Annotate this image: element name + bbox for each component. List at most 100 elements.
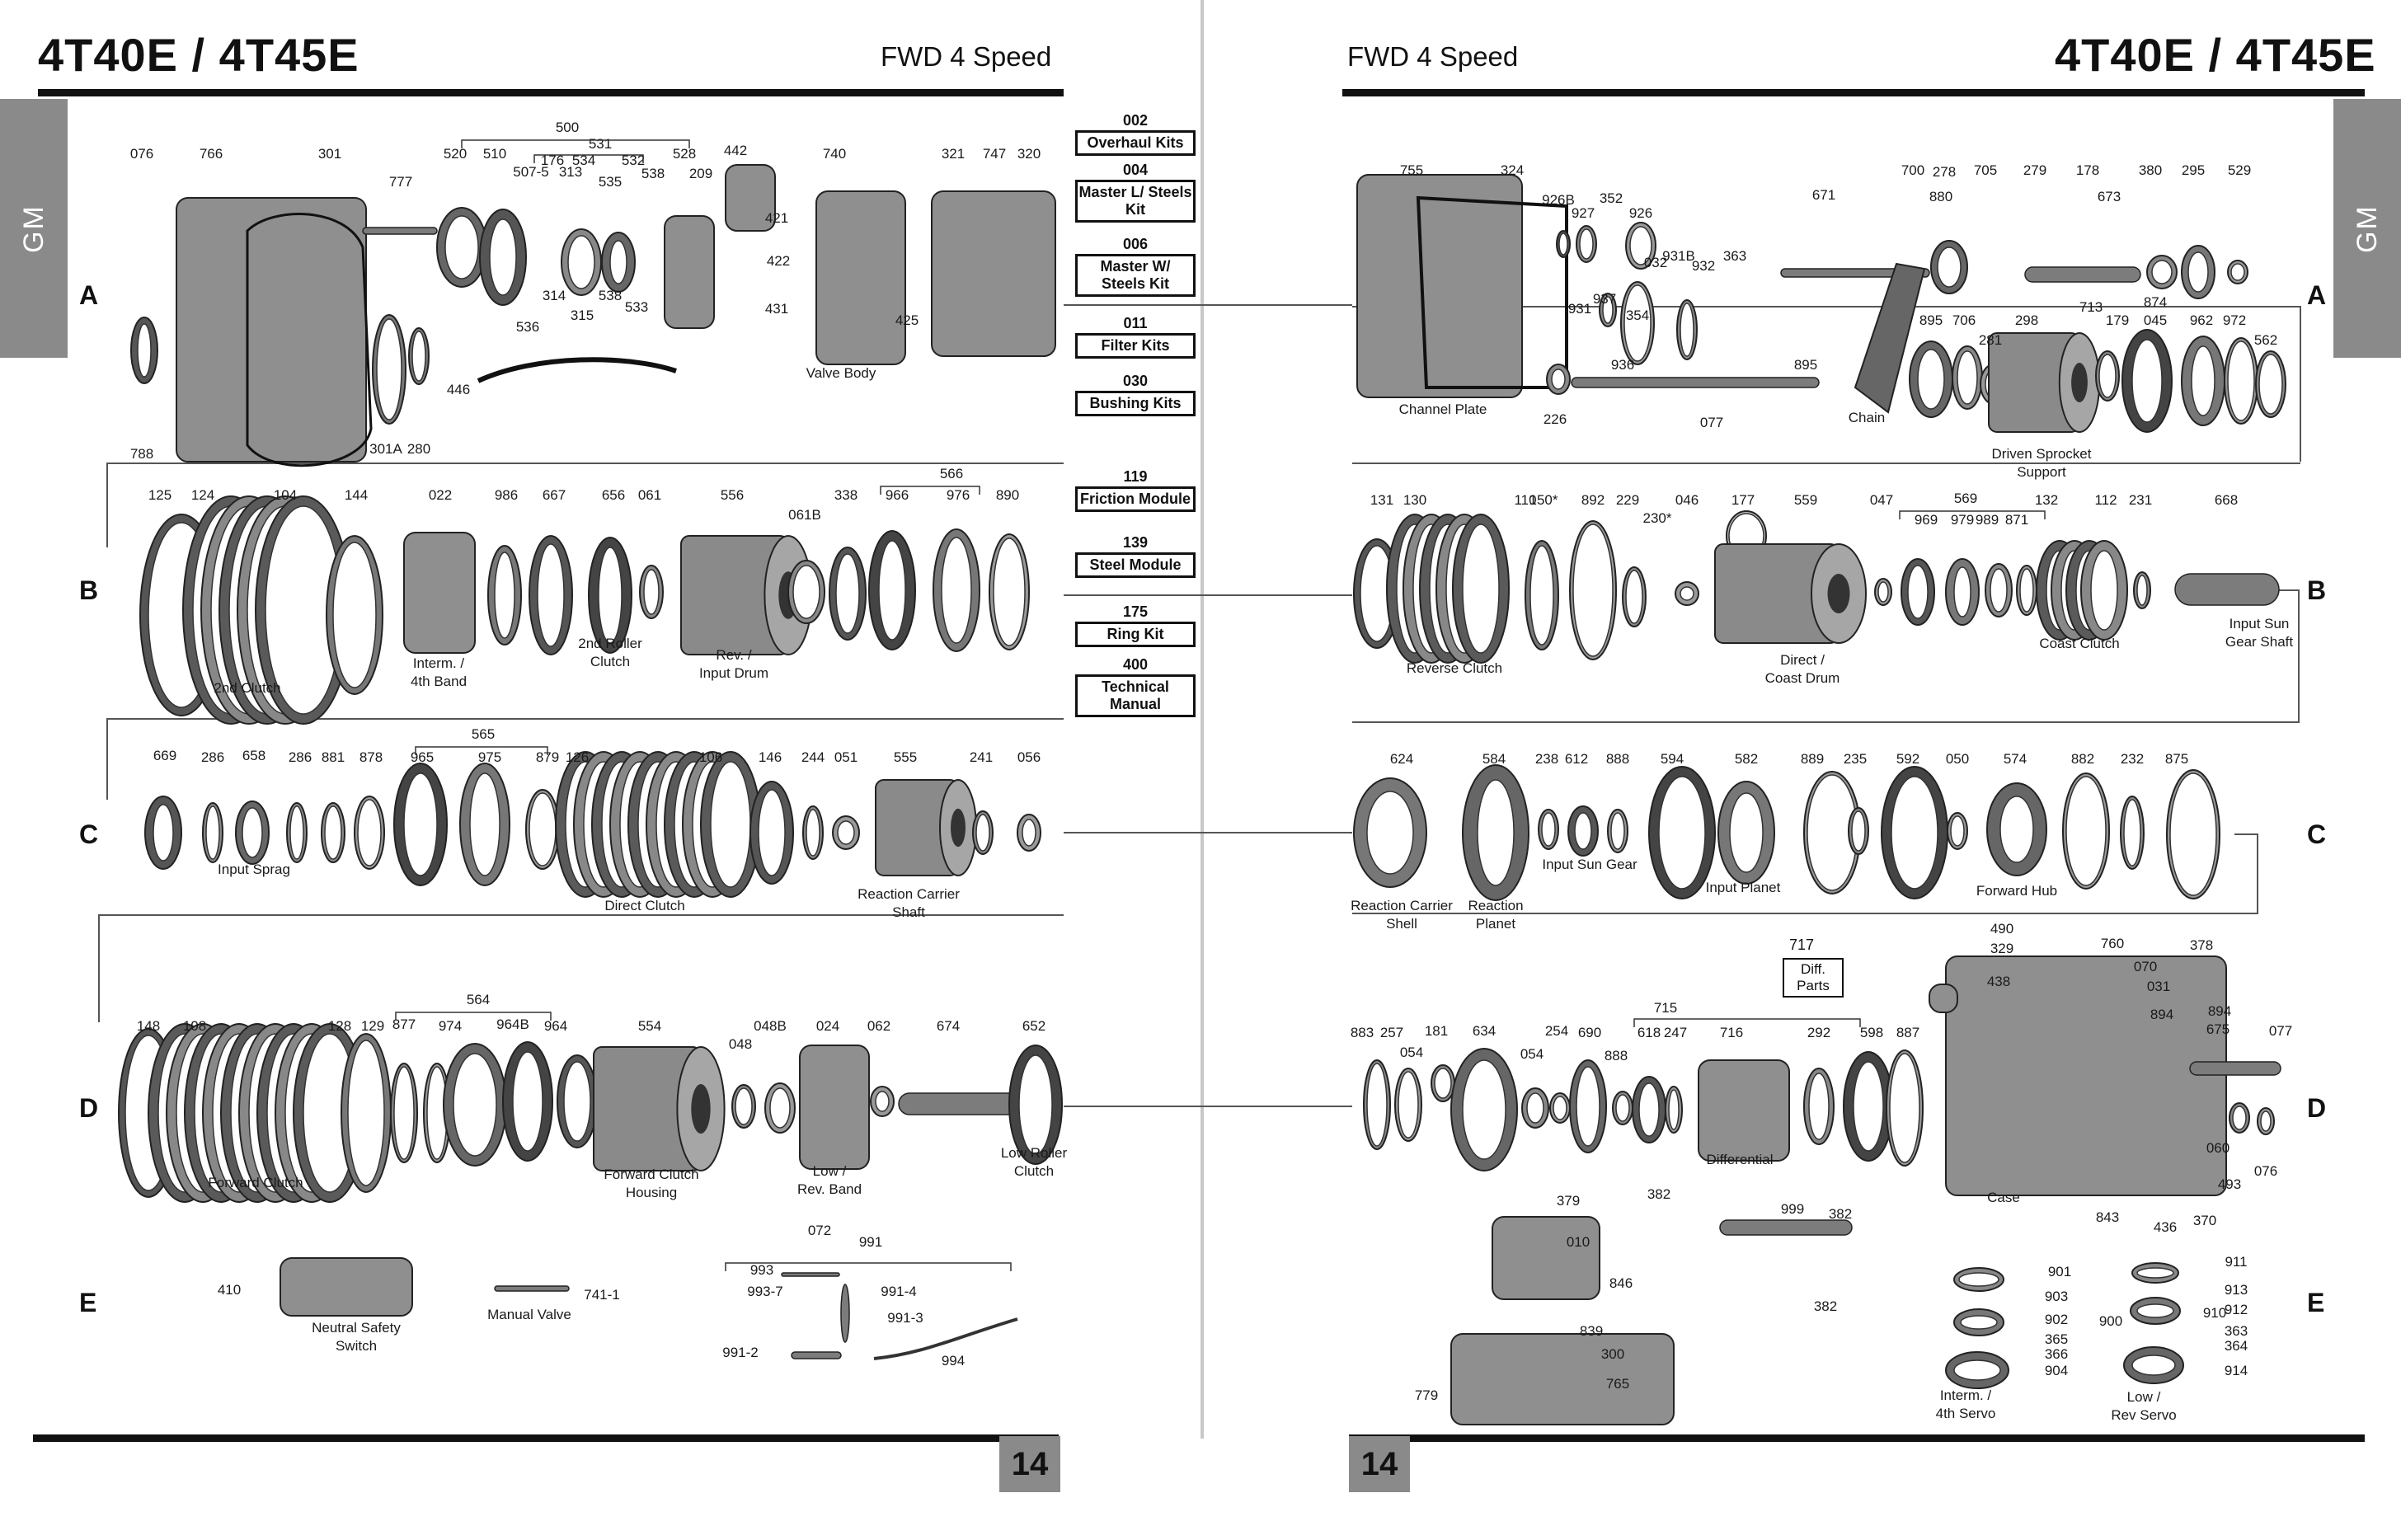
ring-286b-bore (289, 805, 304, 860)
callout-left-a-13: 313 (559, 164, 582, 180)
callout-right-d-7: 690 (1578, 1025, 1601, 1040)
bushing-046-bore (1680, 586, 1694, 601)
callout-left-c-6: 965 (411, 749, 434, 765)
row-letter-b-left: B (79, 575, 99, 605)
callout-left-a-30: 533 (625, 299, 648, 315)
callout-left-c-9: 879 (536, 749, 559, 765)
flow-right-b-to-c (1352, 589, 2300, 723)
callout-left-d-12: 024 (816, 1018, 839, 1034)
flow-right-c-to-d (1352, 833, 2258, 914)
part-label-left-4-l1: Rev. / (716, 647, 751, 663)
reverse-plates-110-bore (1462, 524, 1500, 654)
callout-right-d-1: 257 (1380, 1025, 1403, 1040)
diff-parts-box[interactable]: Diff. Parts (1783, 958, 1844, 998)
callout-left-d-15: 652 (1022, 1018, 1045, 1034)
callout-left-d-0: 148 (137, 1018, 160, 1034)
seal-301A-bore (376, 318, 402, 420)
callout-right-d-23: 894 (2150, 1007, 2173, 1022)
snap-144-bore (332, 542, 377, 688)
clutch-656-bore (598, 547, 623, 644)
callout-left-a-27: 315 (571, 308, 594, 323)
callout-right-d-12: 716 (1720, 1025, 1743, 1040)
snap-882-bore (2065, 776, 2107, 886)
switch-410 (280, 1257, 413, 1317)
flow-right-a (1352, 306, 2301, 462)
callout-right-b-11: 569 (1954, 491, 1977, 506)
kit-002-box[interactable]: Overhaul Kits (1075, 130, 1196, 156)
callout-left-b-9: 556 (721, 487, 744, 503)
cable-994 (873, 1317, 1018, 1360)
rod-675 (2189, 1061, 2281, 1076)
callout-right-b-14: 989 (1976, 512, 1999, 528)
callout-left-c-0: 669 (153, 748, 176, 763)
callout-left-a-0: 076 (130, 146, 153, 162)
ring-281-bore (1957, 350, 1978, 405)
part-label-right-4-l2: Coast Drum (1765, 670, 1840, 686)
kit-119-box[interactable]: Friction Module (1075, 486, 1196, 512)
callout-left-d-1: 108 (183, 1018, 206, 1034)
callout-left-a-18: 740 (823, 146, 846, 162)
callout-left-c-11: 106 (699, 749, 722, 765)
callout-right-e-2: 846 (1609, 1275, 1633, 1291)
callout-right-a-20: 363 (1723, 248, 1746, 264)
callout-right-e-6: 779 (1415, 1387, 1438, 1403)
callout-left-a-17: 209 (689, 166, 712, 181)
callout-left-b-3: 144 (345, 487, 368, 503)
ring-gear-592-bore (1891, 776, 1938, 890)
ring-050-bore (1950, 815, 1965, 847)
roller-clutch-652-bore (1018, 1054, 1053, 1155)
bushing-051-bore (837, 820, 855, 845)
flow-left-b-to-c (106, 718, 1064, 800)
left-gm-tab: GM (0, 99, 68, 358)
part-label-right-2-l1: Driven Sprocket (1992, 446, 2092, 462)
part-label-right-15-l1: Low / (2127, 1389, 2161, 1405)
callout-right-e-9: 382 (1829, 1206, 1852, 1222)
callout-right-a-18: 931B (1662, 248, 1695, 264)
ring-911-bore (2136, 1267, 2174, 1279)
callout-right-e-13: 902 (2045, 1312, 2068, 1327)
callout-left-a-14: 535 (599, 174, 622, 190)
callout-right-a-10: 705 (1974, 162, 1997, 178)
callout-left-a-29: 538 (599, 288, 622, 303)
housing-554-hub (691, 1084, 711, 1134)
kit-006-box[interactable]: Master W/ Steels Kit (1075, 254, 1196, 297)
callout-left-c-2: 658 (242, 748, 265, 763)
flow-left-c-to-d (98, 914, 1064, 1022)
race-054-bore (1526, 1092, 1544, 1124)
part-label-right-14-l1: Interm. / (1940, 1387, 1992, 1403)
callout-right-a-16: 529 (2228, 162, 2251, 178)
row-letter-b-right: B (2307, 575, 2327, 605)
callout-right-a-19: 932 (1692, 258, 1715, 274)
kit-004-number: 004 (1122, 162, 1149, 178)
callout-left-d-14: 674 (937, 1018, 960, 1034)
row-letter-e-left: E (79, 1288, 97, 1317)
diff-parts-number: 717 (1789, 937, 1815, 953)
left-header-rule (38, 89, 1064, 96)
callout-right-b-0: 131 (1370, 492, 1393, 508)
callout-left-a-32: 301A (369, 441, 402, 457)
kit-011-box[interactable]: Filter Kits (1075, 333, 1196, 359)
callout-right-a-21: 931 (1568, 301, 1591, 317)
kit-139-box[interactable]: Steel Module (1075, 552, 1196, 578)
sprocket-529-bore (2187, 251, 2209, 293)
callout-right-d-31: 436 (2154, 1219, 2177, 1235)
callout-right-a-35: 874 (2144, 294, 2167, 310)
callout-right-e-21: 363 (2225, 1323, 2248, 1339)
callout-left-a-22: 421 (765, 210, 788, 226)
kit-400-box[interactable]: Technical Manual (1075, 674, 1196, 717)
callout-right-c-9: 592 (1896, 751, 1919, 767)
kit-030-box[interactable]: Bushing Kits (1075, 391, 1196, 416)
kit-175-box[interactable]: Ring Kit (1075, 622, 1196, 647)
kit-011-number: 011 (1123, 315, 1148, 331)
piston-964-bore (563, 1061, 591, 1142)
part-label-right-5: Coast Clutch (2039, 636, 2119, 651)
callout-right-b-15: 871 (2005, 512, 2028, 528)
callout-right-a-3: 352 (1600, 190, 1623, 206)
ring-989-bore (1990, 568, 2008, 613)
seal-354-bore (1623, 284, 1652, 362)
kit-119-number: 119 (1123, 468, 1148, 485)
right-gm-tab: GM (2333, 99, 2401, 358)
callout-right-a-23: 354 (1626, 308, 1649, 323)
callout-left-e-6: 991-4 (881, 1284, 916, 1299)
kit-004-box[interactable]: Master L/ Steels Kit (1075, 180, 1196, 223)
